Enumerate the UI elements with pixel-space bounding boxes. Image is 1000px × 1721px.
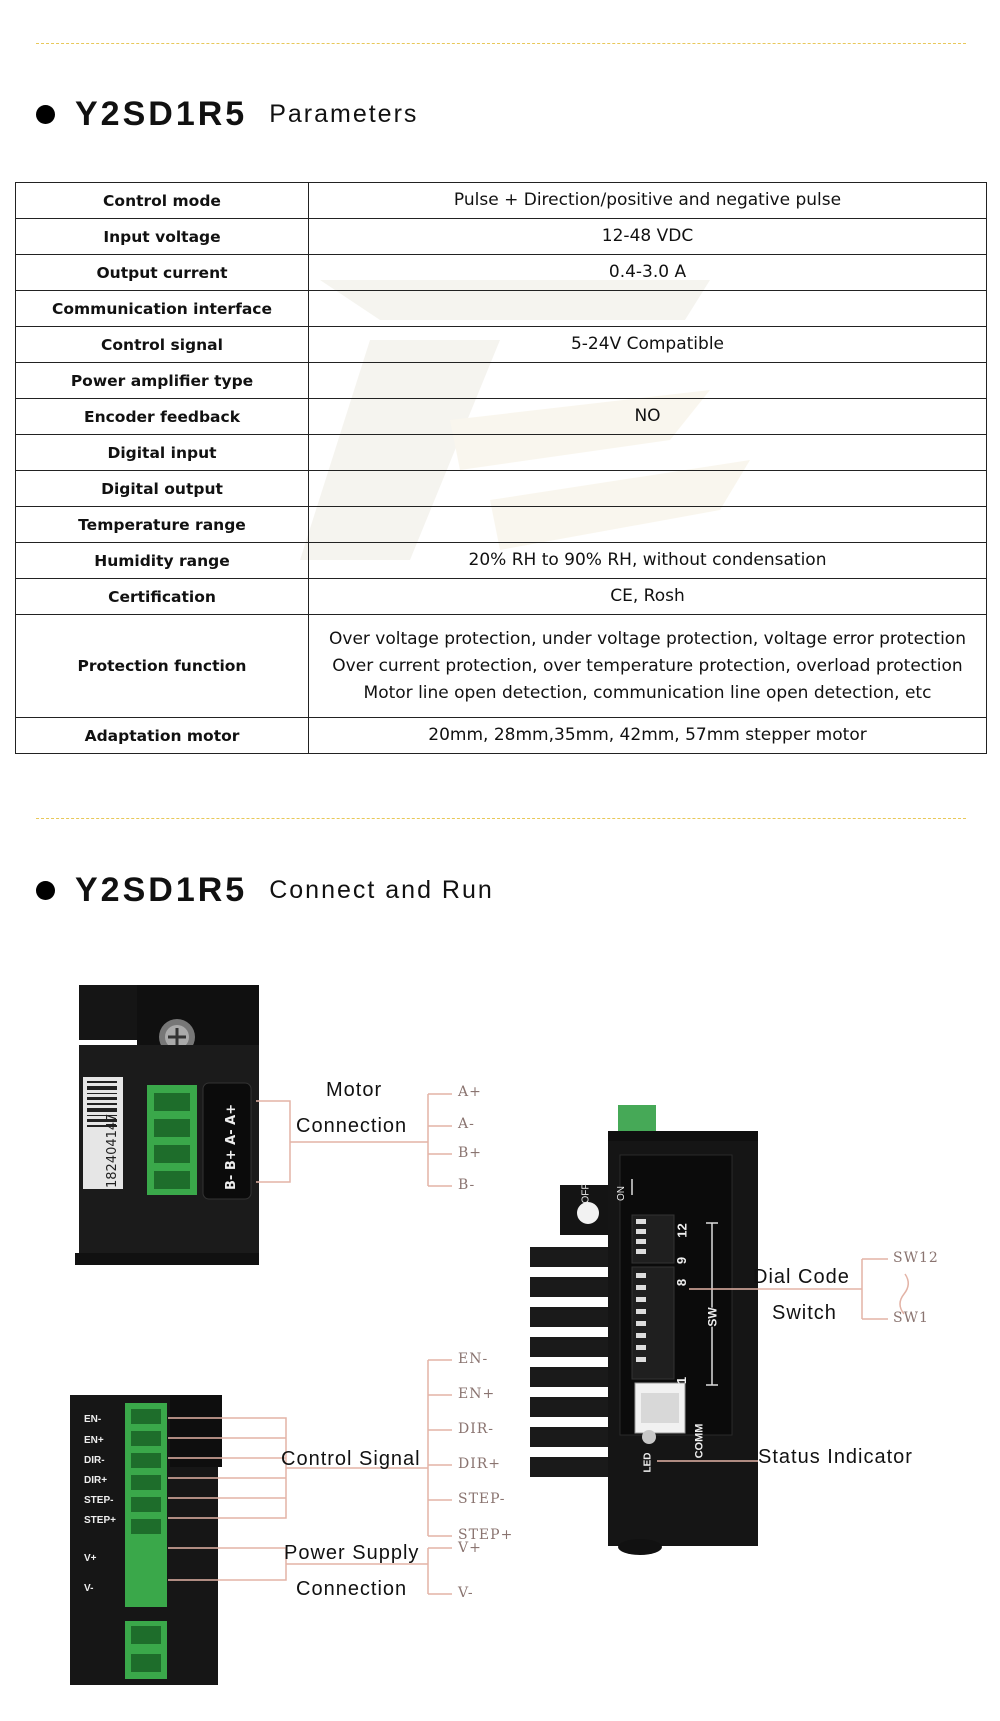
control-pin-label: EN+ <box>458 1386 496 1402</box>
param-value <box>308 290 987 327</box>
control-power-device: EN- EN+ DIR- DIR+ STEP- STEP+ V+ V- <box>70 1395 230 1685</box>
table-row: Digital input <box>15 434 987 471</box>
status-indicator-title: Status Indicator <box>758 1446 913 1468</box>
param-value <box>308 362 987 399</box>
terminal-label: EN+ <box>84 1435 104 1446</box>
power-supply-title-2: Connection <box>296 1578 408 1600</box>
param-value: Pulse + Direction/positive and negative … <box>308 182 987 219</box>
control-signal-title: Control Signal <box>281 1448 421 1470</box>
section-subtitle: Connect and Run <box>269 875 494 904</box>
param-key: Output current <box>15 254 309 291</box>
dial-pin-label: SW1 <box>893 1310 929 1326</box>
control-pin-label: DIR+ <box>458 1456 502 1472</box>
param-value: 12-48 VDC <box>308 218 987 255</box>
model-name: Y2SD1R5 <box>75 870 248 909</box>
param-key: Encoder feedback <box>15 398 309 435</box>
middle-divider <box>36 818 966 819</box>
terminal-label: DIR+ <box>84 1475 108 1486</box>
terminal-label: DIR- <box>84 1455 105 1466</box>
motor-connection-title-2: Connection <box>296 1115 408 1137</box>
motor-pin-label: B- <box>458 1177 476 1193</box>
power-supply-title: Power Supply <box>284 1542 420 1564</box>
table-row: Digital output <box>15 470 987 507</box>
param-value-line: Over current protection, over temperatur… <box>332 655 963 676</box>
terminal-label: V- <box>84 1583 94 1594</box>
param-key: Input voltage <box>15 218 309 255</box>
param-value: 20mm, 28mm,35mm, 42mm, 57mm stepper moto… <box>308 717 987 754</box>
param-value: 5-24V Compatible <box>308 326 987 363</box>
param-value: 20% RH to 90% RH, without condensation <box>308 542 987 579</box>
driver-device: OFF ON 12 9 8 1 SW COMM LED <box>520 1095 760 1565</box>
terminal-label: STEP+ <box>84 1515 116 1526</box>
connect-heading: Y2SD1R5 Connect and Run <box>36 870 494 910</box>
terminal-label: STEP- <box>84 1495 114 1506</box>
power-pin-label: V- <box>458 1585 474 1601</box>
terminal-label: V+ <box>84 1553 97 1564</box>
table-row: Power amplifier type <box>15 362 987 399</box>
serial-number: 182404147 <box>105 1114 120 1188</box>
motor-connection-title: Motor <box>326 1079 383 1101</box>
bullet-icon <box>36 880 55 900</box>
param-key: Humidity range <box>15 542 309 579</box>
control-pin-label: STEP+ <box>458 1527 514 1543</box>
param-value <box>308 470 987 507</box>
param-value-line: Motor line open detection, communication… <box>363 682 932 703</box>
param-key: Power amplifier type <box>15 362 309 399</box>
control-pin-label: EN- <box>458 1351 489 1367</box>
table-row: Temperature range <box>15 506 987 543</box>
motor-pin-label: A+ <box>458 1084 482 1100</box>
motor-connector-device: 182404147 B- B+ A- A+ <box>75 985 259 1265</box>
param-key: Certification <box>15 578 309 615</box>
model-name: Y2SD1R5 <box>75 94 248 133</box>
bullet-icon <box>36 104 55 124</box>
table-row: Communication interface <box>15 290 987 327</box>
motor-pin-label: B+ <box>458 1145 483 1161</box>
terminal-label: EN- <box>84 1414 102 1425</box>
dial-code-title: Dial Code <box>753 1266 850 1288</box>
param-value-multiline: Over voltage protection, under voltage p… <box>308 614 987 718</box>
section-subtitle: Parameters <box>269 99 419 128</box>
param-key: Temperature range <box>15 506 309 543</box>
power-pin-label: V+ <box>458 1540 482 1556</box>
dial-code-title-2: Switch <box>772 1302 837 1324</box>
parameters-heading: Y2SD1R5 Parameters <box>36 94 418 134</box>
param-value: 0.4-3.0 A <box>308 254 987 291</box>
top-divider <box>36 43 966 44</box>
control-pin-label: STEP- <box>458 1491 506 1507</box>
motor-terminal-label: B- B+ A- A+ <box>224 1104 239 1190</box>
dial-pin-label: SW12 <box>893 1250 939 1266</box>
param-value <box>308 506 987 543</box>
param-value-line: Over voltage protection, under voltage p… <box>329 628 966 649</box>
motor-pin-label: A- <box>458 1116 475 1132</box>
param-key: Digital input <box>15 434 309 471</box>
table-row: Protection function Over voltage protect… <box>15 614 987 718</box>
param-key: Adaptation motor <box>15 717 309 754</box>
param-key: Protection function <box>15 614 309 718</box>
control-pin-label: DIR- <box>458 1421 495 1437</box>
